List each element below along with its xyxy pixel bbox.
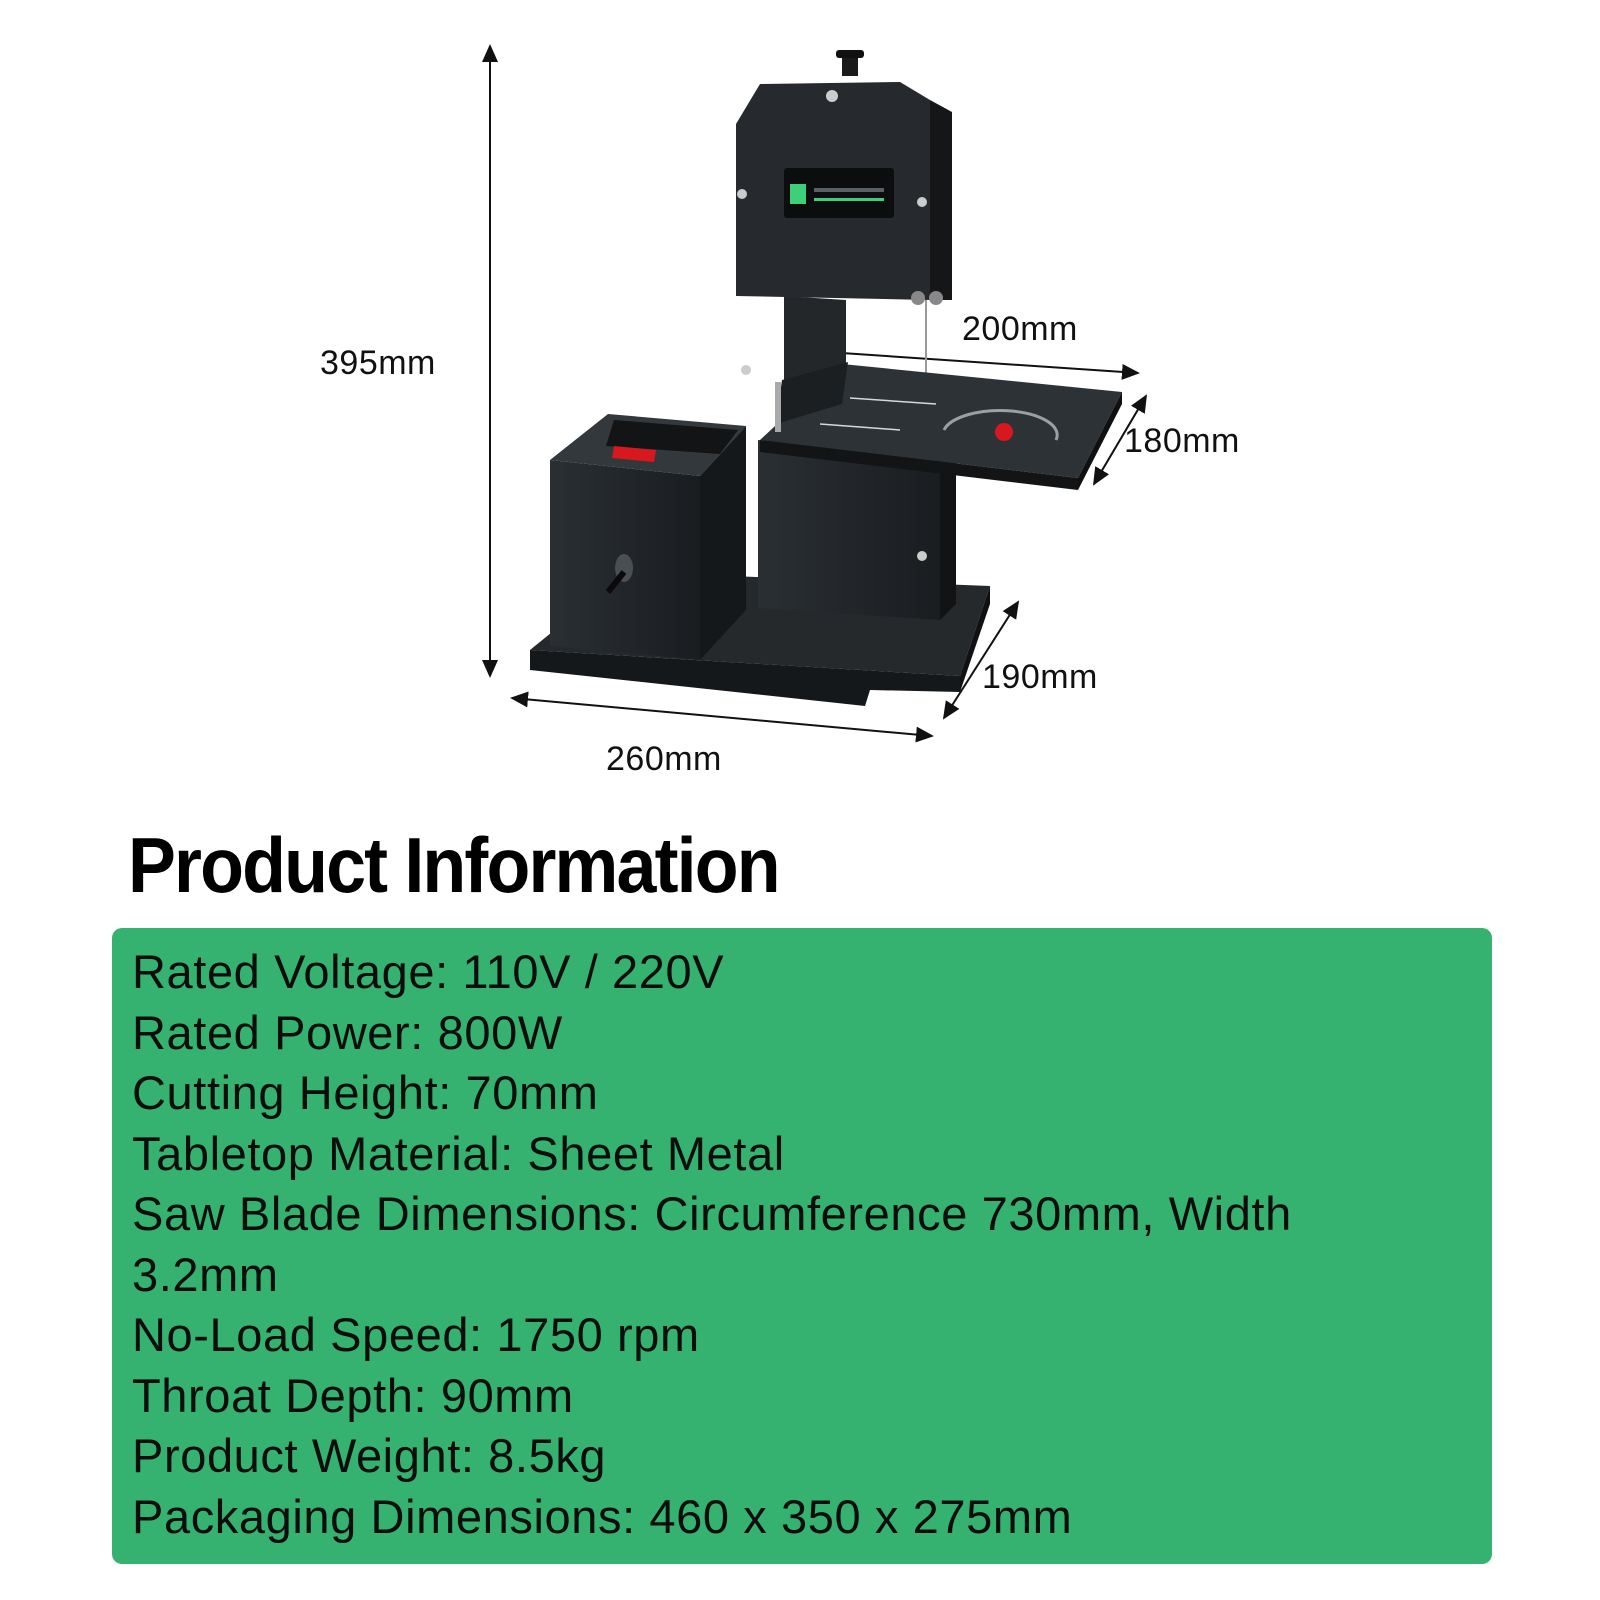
motor-box bbox=[550, 414, 746, 660]
tension-knob-icon bbox=[842, 54, 858, 76]
table-width-dimension-label: 200mm bbox=[962, 310, 1078, 348]
base-depth-dimension-label: 190mm bbox=[982, 658, 1098, 696]
miter-gauge-scale bbox=[942, 409, 1059, 441]
table-depth-dimension-line bbox=[1092, 394, 1148, 486]
base-depth-dimension-line bbox=[942, 600, 1020, 720]
product-information-title: Product Information bbox=[128, 821, 781, 909]
band-saw-illustration bbox=[482, 44, 1148, 743]
miter-lock-knob-icon bbox=[995, 423, 1013, 441]
work-table bbox=[760, 362, 1122, 490]
base-width-dimension-label: 260mm bbox=[606, 740, 722, 778]
spec-cutting-height: Cutting Height: 70mm bbox=[132, 1066, 599, 1119]
spec-throat-depth: Throat Depth: 90mm bbox=[132, 1368, 574, 1422]
table-depth-dimension-label: 180mm bbox=[1124, 422, 1240, 460]
spec-no-load-speed: No-Load Speed: 1750 rpm bbox=[132, 1308, 700, 1361]
base-width-dimension-line bbox=[510, 691, 934, 743]
spec-product-weight: Product Weight: 8.5kg bbox=[132, 1429, 607, 1482]
height-dimension-label: 395mm bbox=[320, 344, 436, 382]
spec-rated-power: Rated Power: 800W bbox=[132, 1005, 563, 1059]
spec-panel: Rated Voltage: 110V / 220V Rated Power: … bbox=[112, 928, 1492, 1564]
spec-packaging-dimensions: Packaging Dimensions: 460 x 350 x 275mm bbox=[132, 1489, 1073, 1543]
table-width-dimension-line bbox=[810, 344, 1140, 380]
spec-tabletop-material: Tabletop Material: Sheet Metal bbox=[132, 1126, 785, 1180]
spec-saw-blade-dimensions-cont: 3.2mm bbox=[132, 1247, 279, 1301]
spec-saw-blade-dimensions: Saw Blade Dimensions: Circumference 730m… bbox=[132, 1187, 1292, 1240]
saw-frame bbox=[736, 50, 956, 620]
brand-logo-icon bbox=[790, 184, 806, 204]
spec-rated-voltage: Rated Voltage: 110V / 220V bbox=[132, 945, 725, 998]
product-dimension-diagram: 395mm 200mm 180mm 190mm 260mm bbox=[320, 44, 1240, 778]
power-switch-icon bbox=[612, 446, 656, 462]
brand-plate bbox=[784, 168, 894, 218]
